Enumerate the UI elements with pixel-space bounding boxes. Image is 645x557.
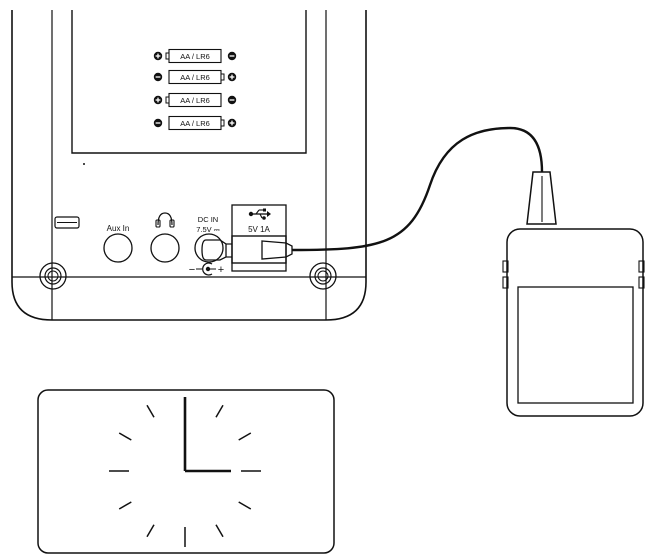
clock-icon xyxy=(109,397,261,547)
minus-terminal-icon xyxy=(153,72,163,82)
foot-right xyxy=(309,262,337,290)
battery-label: AA / LR6 xyxy=(180,52,210,61)
battery-label: AA / LR6 xyxy=(180,96,210,105)
usb-icon xyxy=(248,208,271,220)
battery-slot: AA / LR6 xyxy=(153,69,237,85)
clock-tick xyxy=(238,501,252,510)
usb-port: 5V 1A xyxy=(231,204,287,272)
minus-terminal-icon xyxy=(227,51,237,61)
battery-rows: AA / LR6 AA / LR6 AA / LR6 AA / LR6 xyxy=(153,48,237,131)
player-screen xyxy=(517,286,634,404)
dc-polarity-icon: − + xyxy=(189,262,224,276)
aux-in-port: Aux In xyxy=(103,224,133,263)
battery-label: AA / LR6 xyxy=(180,73,210,82)
plus-terminal-icon xyxy=(227,72,237,82)
clock-tick xyxy=(118,501,132,510)
headphone-icon xyxy=(155,212,175,228)
dc-minus-label: − xyxy=(189,264,195,276)
side-slot xyxy=(54,216,80,229)
clock-tick xyxy=(238,432,252,441)
clock-tick xyxy=(215,404,224,418)
plus-terminal-icon xyxy=(227,118,237,128)
clock-tick xyxy=(215,524,224,538)
minus-terminal-icon xyxy=(153,118,163,128)
battery-compartment xyxy=(71,10,307,154)
clock-tick xyxy=(118,432,132,441)
foot-left xyxy=(39,262,67,290)
clock-tick xyxy=(146,404,155,418)
battery-slot: AA / LR6 xyxy=(153,92,237,108)
clock-tick xyxy=(146,524,155,538)
battery-slot: AA / LR6 xyxy=(153,48,237,64)
dc-in-port: DC IN 7.5V ⎓ − + xyxy=(189,215,224,276)
dc-plus-label: + xyxy=(218,264,224,276)
plus-terminal-icon xyxy=(153,51,163,61)
battery-label: AA / LR6 xyxy=(180,119,210,128)
usb-rating-label: 5V 1A xyxy=(248,225,270,234)
minus-terminal-icon xyxy=(227,95,237,105)
usb-cable xyxy=(201,126,544,264)
clock-display xyxy=(37,389,335,554)
dc-in-label: DC IN xyxy=(198,215,218,224)
headphone-port xyxy=(150,212,180,263)
plus-terminal-icon xyxy=(153,95,163,105)
aux-in-label: Aux In xyxy=(107,224,130,233)
dc-voltage-label: 7.5V ⎓ xyxy=(196,225,221,234)
mp3-player xyxy=(502,171,645,417)
battery-slot: AA / LR6 xyxy=(153,115,237,131)
